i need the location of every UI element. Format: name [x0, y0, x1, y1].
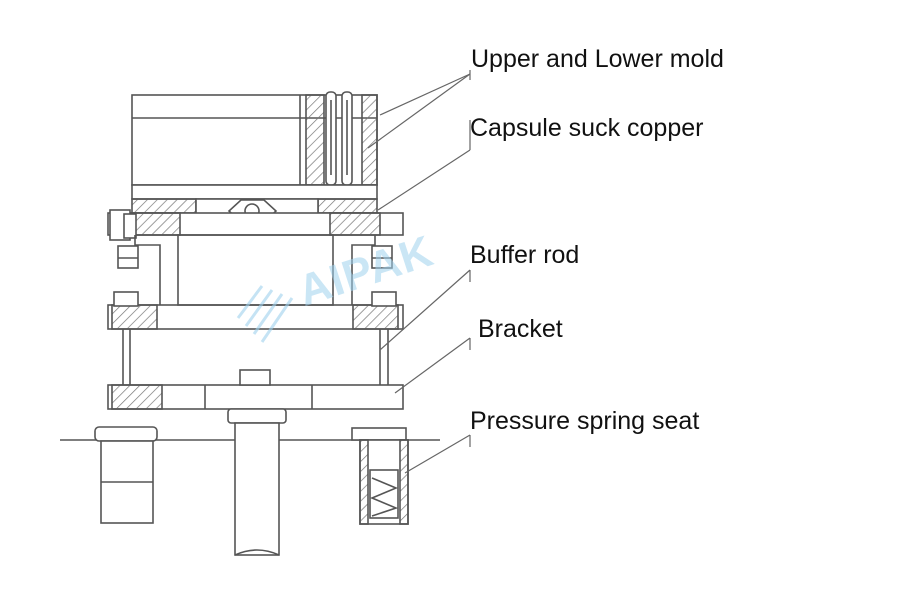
label-upper-lower-mold: Upper and Lower mold [471, 45, 724, 73]
central-shaft [234, 422, 280, 556]
mold-block [131, 91, 378, 186]
watermark-icon [236, 285, 294, 343]
label-bracket: Bracket [478, 315, 563, 343]
label-buffer-rod: Buffer rod [470, 241, 580, 269]
bracket-frame [107, 234, 404, 385]
pressure-spring-seat [351, 427, 409, 525]
leader-lines [367, 70, 471, 474]
lower-bracket-plate [107, 369, 404, 424]
left-foot [94, 426, 158, 524]
label-pressure-spring-seat: Pressure spring seat [470, 407, 700, 435]
label-capsule-suck-copper: Capsule suck copper [470, 114, 704, 142]
